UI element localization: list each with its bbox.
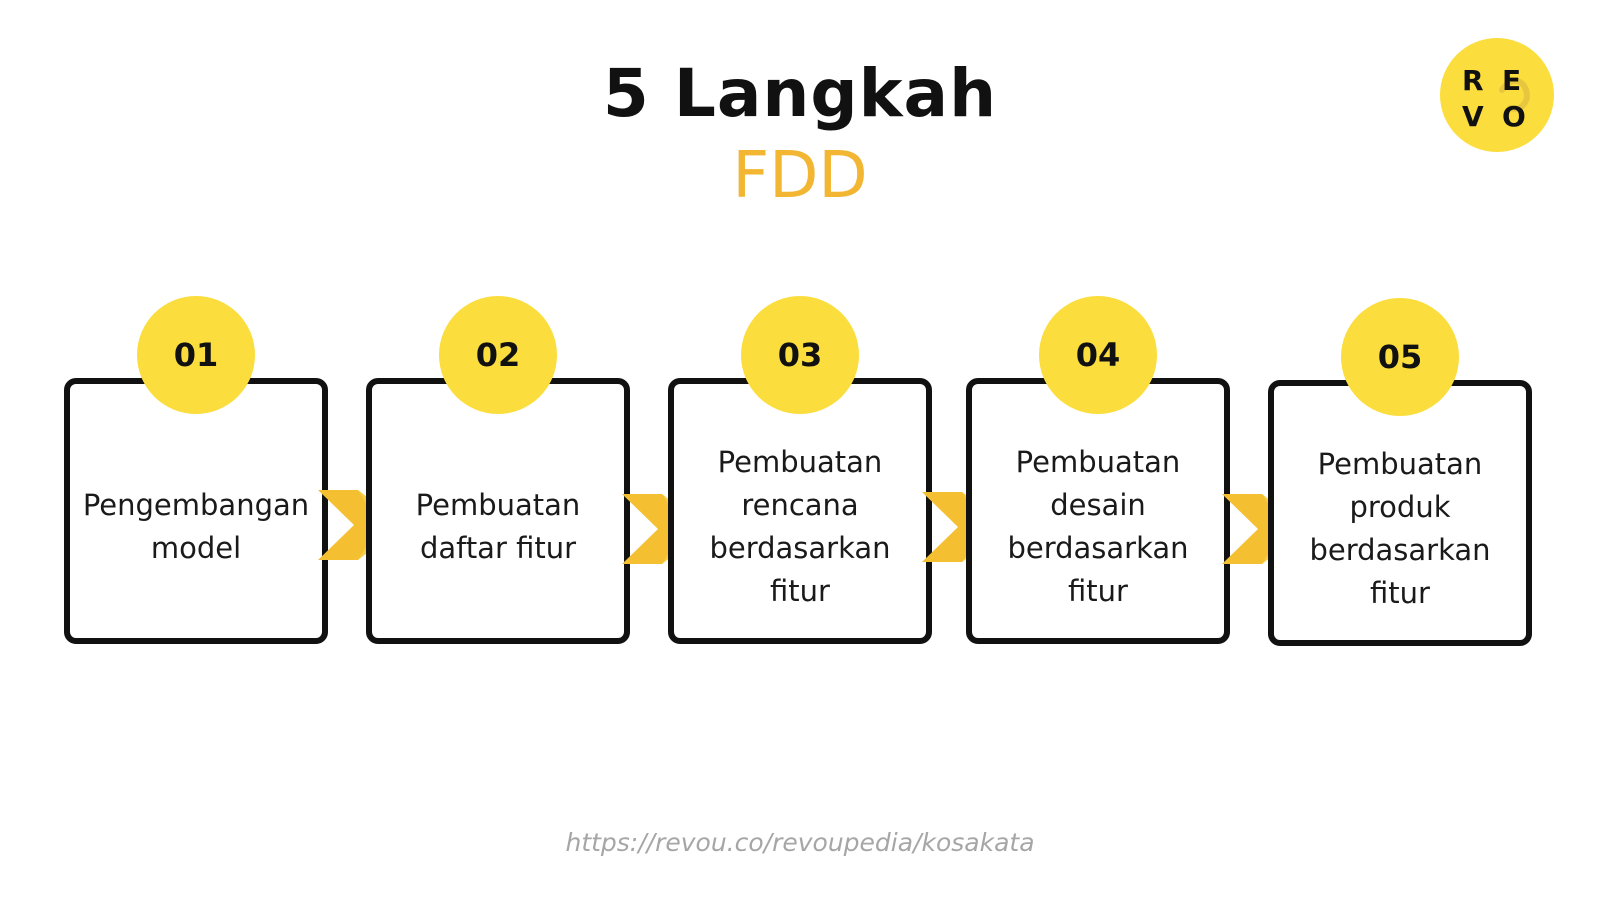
step-label: Pembuatan produk berdasarkan fitur [1309,447,1491,610]
page-subtitle: FDD [732,139,868,213]
page-title: 5 Langkah [602,55,998,132]
step-label: Pembuatan rencana berdasarkan fitur [709,445,891,608]
logo-letter-e: E [1502,64,1521,97]
step-number-badge: 01 [137,296,255,414]
step-label: Pengembangan model [82,488,310,565]
step-01: 01 Pengembangan model [64,296,328,644]
step-number-badge: 02 [439,296,557,414]
step-number-badge: 05 [1341,298,1459,416]
step-number-badge: 03 [741,296,859,414]
logo-letter-r: R [1462,64,1484,97]
step-03: 03 Pembuatan rencana berdasarkan fitur [668,296,932,644]
step-card [966,378,1230,644]
step-05: 05 Pembuatan produk berdasarkan fitur [1268,298,1532,646]
source-url: https://revou.co/revoupedia/kosakata [565,828,1035,857]
step-number-badge: 04 [1039,296,1157,414]
revou-logo: R E V O [1440,38,1554,152]
step-card [668,378,932,644]
logo-letter-v: V [1462,100,1484,133]
step-02: 02 Pembuatan daftar fitur [366,296,630,644]
step-card [366,378,630,644]
step-card [1268,380,1532,646]
step-label: Pembuatan daftar fitur [415,488,581,565]
step-label: Pembuatan desain berdasarkan fitur [1007,445,1189,608]
logo-letter-o: O [1502,100,1526,133]
step-04: 04 Pembuatan desain berdasarkan fitur [966,296,1230,644]
